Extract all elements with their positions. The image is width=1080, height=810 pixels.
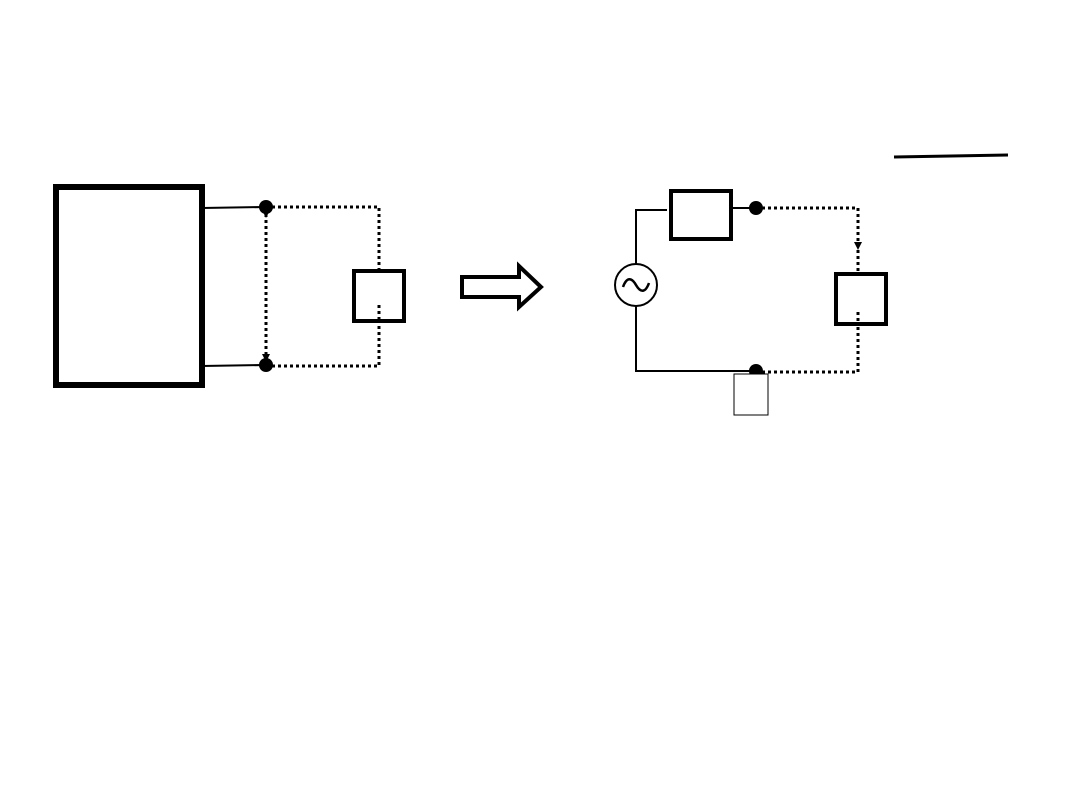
top-dotted-wire [266,205,381,271]
right-top-dotted-wire [756,206,862,250]
bottom-dotted-wire [266,305,381,368]
left-circuit [53,184,406,388]
ac-sine-icon [621,278,651,292]
series-impedance [669,189,733,241]
overline-mark [893,153,1009,159]
top-lead-wire [201,206,267,209]
source-bottom-wire [635,305,756,372]
right-bottom-dotted-wire [756,312,860,374]
hollow-right-arrow-icon [460,261,544,312]
small-box [733,373,769,416]
bottom-lead-wire [201,364,267,367]
right-load-impedance [834,272,888,326]
right-circuit [614,153,1009,416]
network-block [53,184,205,388]
source-top-wire [635,209,667,265]
